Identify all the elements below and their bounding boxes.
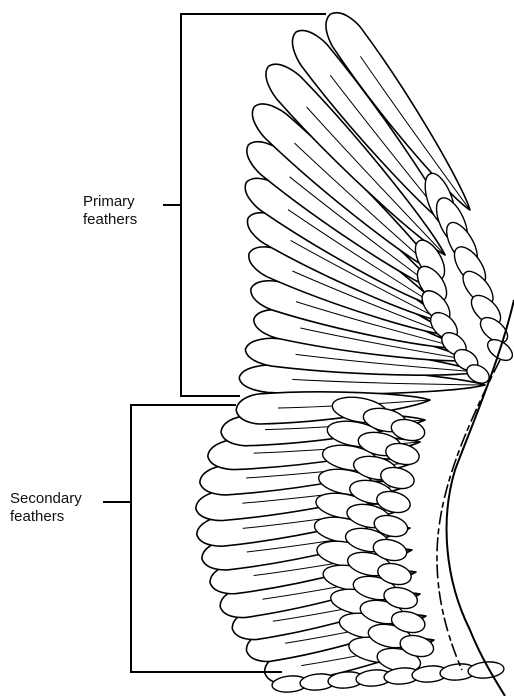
- secondary-label-line-1: Secondary: [10, 490, 82, 508]
- secondary-feathers-label: Secondary feathers: [10, 490, 82, 526]
- secondary-label-line-2: feathers: [10, 508, 82, 526]
- primary-label-line-1: Primary: [83, 193, 137, 211]
- primary-label-line-2: feathers: [83, 211, 137, 229]
- primary-feathers-label: Primary feathers: [83, 193, 137, 229]
